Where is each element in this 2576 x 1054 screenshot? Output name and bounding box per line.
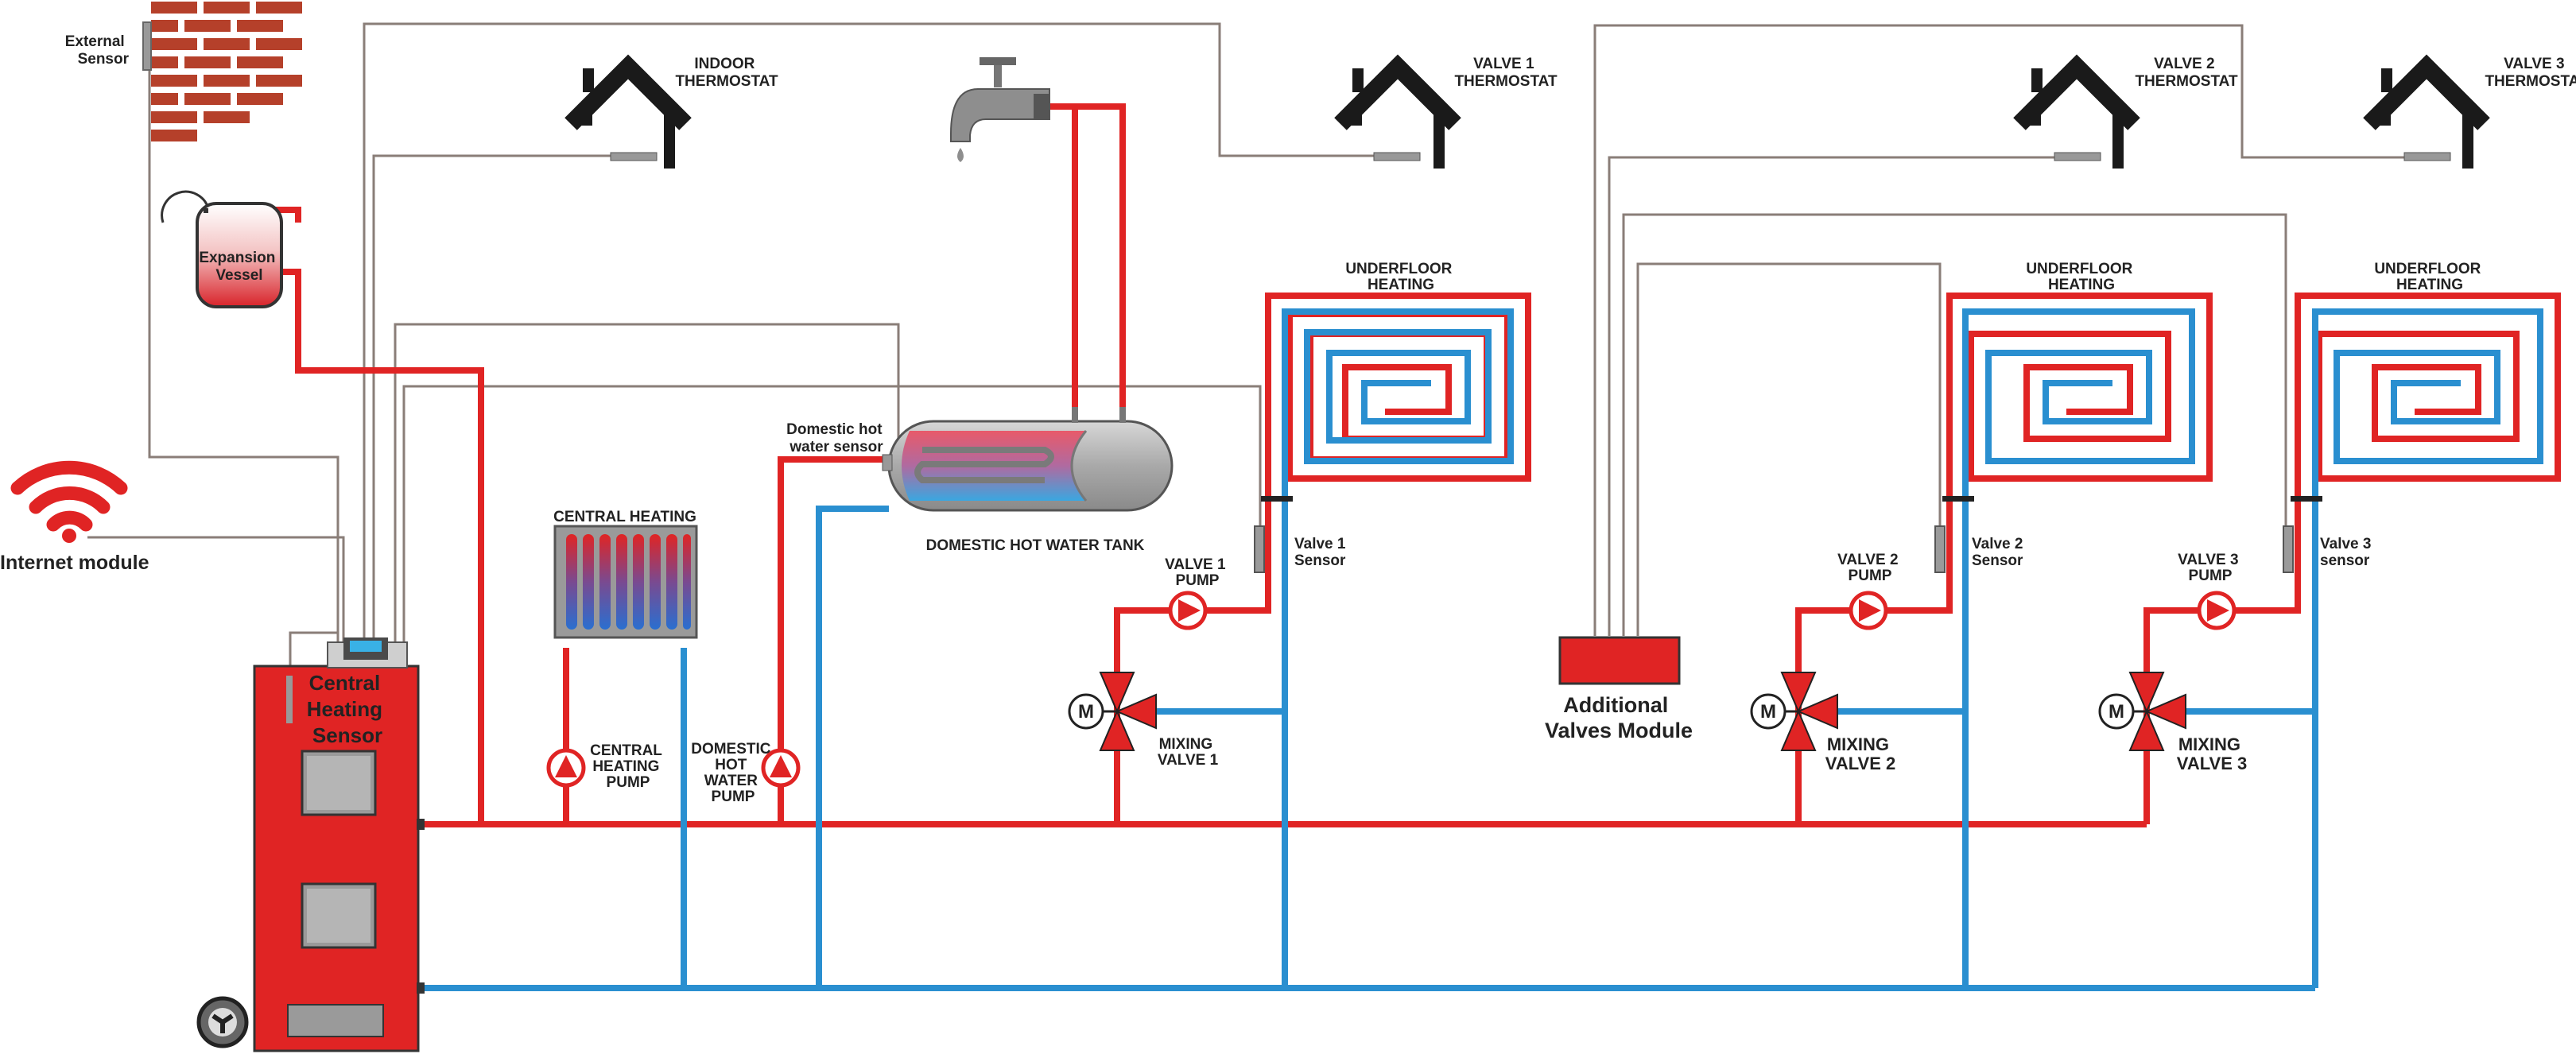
mixing-valve-2-motor: M <box>1760 701 1776 723</box>
underfloor-coil-3 <box>2295 293 2561 501</box>
dhw-sensor-label: Domestic hot water sensor <box>786 421 886 455</box>
additional-valves-module <box>1558 636 1681 685</box>
mixing-valve-1-motor: M <box>1078 701 1094 723</box>
external-sensor-probe <box>142 21 152 71</box>
valve3-thermostat-label: VALVE 3 THERMOSTAT <box>2485 56 2576 90</box>
mixing-valve-2 <box>1750 672 1838 751</box>
valve-sensors <box>1254 525 2294 573</box>
central-heating-label: CENTRAL HEATING <box>553 509 696 525</box>
underfloor-2-label: UNDERFLOOR HEATING <box>2026 261 2136 293</box>
additional-valves-module-label: Additional Valves Module <box>1545 693 1693 742</box>
valve1-thermostat-house <box>1334 54 1461 169</box>
indoor-thermostat-house <box>564 54 692 169</box>
expansion-vessel <box>161 190 283 308</box>
valve1-pump <box>1168 591 1208 630</box>
valve3-thermostat-house <box>2363 54 2490 169</box>
expansion-vessel-label: Expansion Vessel <box>199 250 279 284</box>
underfloor-coil-1 <box>1265 293 1531 501</box>
central-heating-sensor-label: Central Heating Sensor <box>307 671 389 747</box>
central-heating-pump <box>546 748 586 788</box>
dhw-tank <box>882 407 1174 512</box>
underfloor-coil-2 <box>1946 293 2213 501</box>
tap-icon <box>950 57 1050 162</box>
wifi-icon <box>10 460 128 543</box>
valve2-pump-label: VALVE 2 PUMP <box>1837 552 1903 584</box>
mixing-valve-3-motor: M <box>2109 701 2124 723</box>
boiler-ports <box>417 819 425 994</box>
indoor-thermostat-label: INDOOR THERMOSTAT <box>675 56 778 90</box>
mixing-valve-2-label: MIXING VALVE 2 <box>1825 734 1895 773</box>
boiler <box>196 637 420 1052</box>
mixing-valve-1-label: MIXING VALVE 1 <box>1158 736 1219 769</box>
underfloor-3-label: UNDERFLOOR HEATING <box>2374 261 2485 293</box>
valve2-thermostat-house <box>2013 54 2140 169</box>
valve1-thermostat-label: VALVE 1 THERMOSTAT <box>1454 56 1558 90</box>
signal-wires <box>87 22 2409 672</box>
underfloor-1-label: UNDERFLOOR HEATING <box>1345 261 1456 293</box>
valve2-pump <box>1849 591 1888 630</box>
valve3-sensor-label: Valve 3 sensor <box>2320 536 2376 569</box>
dhw-tank-label: DOMESTIC HOT WATER TANK <box>926 537 1145 554</box>
mixing-valve-3 <box>2098 672 2186 751</box>
valve2-sensor-label: Valve 2 Sensor <box>1972 536 2027 569</box>
valve2-thermostat-label: VALVE 2 THERMOSTAT <box>2135 56 2238 90</box>
valve3-pump <box>2197 591 2237 630</box>
mixing-valve-1 <box>1068 672 1157 751</box>
valve1-pump-label: VALVE 1 PUMP <box>1165 556 1230 589</box>
radiator <box>553 525 698 639</box>
external-sensor-label: External Sensor <box>65 33 130 68</box>
return-pipes <box>423 501 2318 991</box>
dhw-pump <box>761 748 801 788</box>
valve1-sensor-label: Valve 1 Sensor <box>1294 536 1350 569</box>
mixing-valve-3-label: MIXING VALVE 3 <box>2177 734 2247 773</box>
internet-module-label: Internet module <box>0 552 149 574</box>
central-heating-pump-label: CENTRAL HEATING PUMP <box>590 742 666 791</box>
pipe-clamps <box>1261 496 2322 502</box>
dhw-pump-label: DOMESTIC HOT WATER PUMP <box>691 741 775 805</box>
brick-wall <box>151 2 302 141</box>
valve3-pump-label: VALVE 3 PUMP <box>2178 552 2243 584</box>
